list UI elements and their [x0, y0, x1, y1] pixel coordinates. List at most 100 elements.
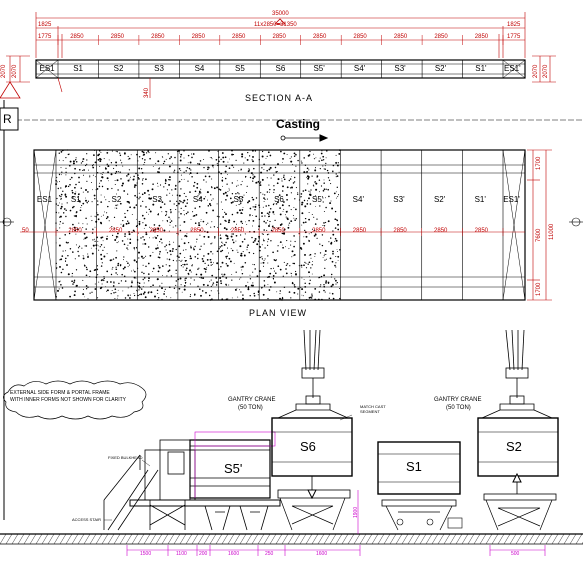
concrete-speckle: [238, 170, 240, 172]
concrete-speckle: [189, 256, 191, 258]
concrete-speckle: [186, 263, 188, 266]
concrete-speckle: [127, 295, 129, 297]
concrete-speckle: [279, 241, 282, 243]
match-cast-label-1: MATCH CAST: [360, 404, 386, 409]
concrete-speckle: [277, 178, 280, 181]
concrete-speckle: [254, 268, 256, 270]
concrete-speckle: [183, 178, 185, 180]
concrete-speckle: [142, 264, 144, 266]
ground-hatch-line: [131, 533, 139, 545]
concrete-speckle: [272, 251, 274, 254]
concrete-speckle: [202, 260, 205, 263]
concrete-speckle: [100, 279, 103, 282]
concrete-speckle: [66, 149, 69, 151]
elev-bottom-dim-6: 1600: [316, 551, 328, 557]
concrete-speckle: [289, 178, 292, 180]
concrete-speckle: [302, 242, 305, 245]
concrete-speckle: [82, 223, 84, 225]
concrete-speckle: [60, 193, 63, 196]
concrete-speckle: [129, 297, 131, 299]
concrete-speckle: [272, 275, 275, 277]
concrete-speckle: [268, 213, 270, 215]
concrete-speckle: [103, 276, 105, 278]
concrete-speckle: [210, 243, 212, 245]
concrete-speckle: [102, 171, 104, 174]
concrete-speckle: [269, 272, 272, 275]
concrete-speckle: [286, 186, 289, 189]
concrete-speckle: [255, 215, 258, 218]
section-seg-dim: 2850: [151, 34, 165, 40]
concrete-speckle: [168, 258, 171, 261]
concrete-speckle: [203, 197, 206, 200]
concrete-speckle: [185, 170, 187, 172]
concrete-speckle: [78, 193, 80, 195]
concrete-speckle: [176, 204, 178, 207]
concrete-speckle: [100, 236, 103, 239]
ground-hatch-line: [527, 533, 535, 545]
concrete-speckle: [268, 211, 271, 213]
concrete-speckle: [217, 290, 219, 292]
concrete-speckle: [90, 215, 92, 217]
concrete-speckle: [65, 156, 67, 159]
concrete-speckle: [216, 186, 219, 189]
concrete-speckle: [294, 219, 296, 221]
concrete-speckle: [189, 161, 192, 164]
concrete-speckle: [94, 215, 96, 217]
concrete-speckle: [87, 256, 89, 258]
concrete-speckle: [201, 258, 204, 260]
concrete-speckle: [85, 266, 88, 269]
concrete-speckle: [162, 162, 165, 165]
concrete-speckle: [126, 200, 129, 203]
concrete-speckle: [200, 188, 202, 190]
concrete-speckle: [103, 255, 106, 258]
concrete-speckle: [91, 291, 93, 293]
concrete-speckle: [306, 175, 309, 178]
concrete-speckle: [180, 265, 182, 267]
concrete-speckle: [267, 241, 269, 243]
concrete-speckle: [99, 157, 101, 160]
concrete-speckle: [199, 197, 201, 200]
concrete-speckle: [92, 166, 95, 169]
concrete-speckle: [180, 170, 182, 171]
concrete-speckle: [183, 288, 186, 291]
concrete-speckle: [251, 196, 253, 199]
concrete-speckle: [180, 153, 183, 156]
concrete-speckle: [242, 294, 244, 296]
concrete-speckle: [327, 220, 330, 223]
concrete-speckle: [195, 214, 198, 216]
ground-hatch-line: [275, 533, 283, 545]
note-line-2: WITH INNER FORMS NOT SHOWN FOR CLARITY: [10, 397, 127, 403]
concrete-speckle: [142, 151, 145, 154]
concrete-speckle: [157, 247, 159, 249]
access-stair-label: ACCESS STAIR: [72, 517, 102, 522]
concrete-speckle: [293, 262, 296, 265]
concrete-speckle: [83, 169, 86, 171]
concrete-speckle: [235, 193, 237, 195]
concrete-speckle: [116, 151, 118, 153]
concrete-speckle: [123, 243, 126, 246]
concrete-speckle: [308, 154, 311, 156]
concrete-speckle: [157, 213, 159, 216]
concrete-speckle: [253, 230, 255, 232]
concrete-speckle: [310, 257, 312, 259]
plan-mid-dim: 2850: [393, 228, 407, 234]
concrete-speckle: [85, 189, 87, 191]
concrete-speckle: [222, 275, 224, 278]
ground-hatch-line: [281, 533, 289, 545]
concrete-speckle: [165, 158, 167, 160]
concrete-speckle: [75, 183, 77, 186]
ground-hatch-line: [71, 533, 79, 545]
concrete-speckle: [225, 255, 228, 258]
concrete-speckle: [196, 241, 198, 243]
concrete-speckle: [253, 175, 256, 178]
concrete-speckle: [318, 291, 321, 293]
concrete-speckle: [152, 284, 154, 287]
concrete-speckle: [251, 225, 253, 227]
concrete-speckle: [75, 269, 78, 271]
concrete-speckle: [285, 216, 287, 218]
concrete-speckle: [212, 263, 213, 265]
concrete-speckle: [98, 185, 101, 188]
concrete-speckle: [157, 265, 160, 267]
concrete-speckle: [178, 287, 181, 290]
concrete-speckle: [105, 217, 108, 220]
